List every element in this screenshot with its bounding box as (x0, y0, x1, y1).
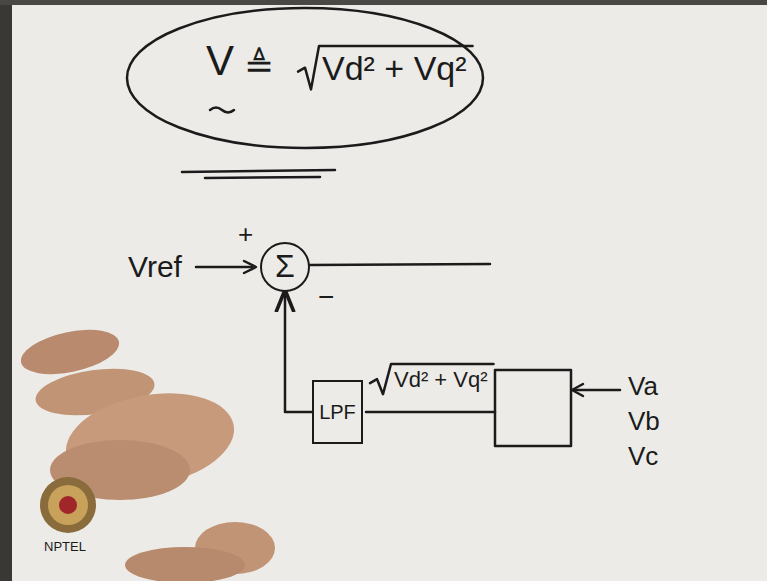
input-wire (573, 389, 620, 392)
signal-name: Vd² + Vq² (394, 368, 488, 392)
node-text: Σ (275, 249, 295, 284)
voltage-symbol: V (206, 38, 234, 84)
signal-name: Vc (628, 442, 658, 471)
signal-wire (366, 411, 495, 414)
radical-sign (298, 46, 473, 89)
equation-term: Vd² + Vq² (322, 50, 467, 87)
signal-name: Vb (628, 407, 660, 436)
paper-edge (0, 0, 767, 5)
vector-tilde (210, 108, 234, 113)
logo-text: NPTEL (44, 540, 86, 554)
radical-sign (370, 364, 494, 394)
sign-label: + (238, 220, 253, 249)
arrowhead (244, 261, 256, 273)
nptel-logo (40, 477, 96, 533)
signal-name: Va (628, 372, 658, 401)
paper-edge (0, 0, 12, 581)
input-wire (196, 266, 252, 269)
sign-label: − (318, 282, 334, 313)
hand (17, 322, 275, 581)
feedback-arrow (285, 292, 312, 412)
summing-junction: Σ (260, 242, 310, 292)
signal-name: Vref (128, 250, 182, 283)
output-wire (310, 264, 490, 265)
transform-box (495, 370, 571, 446)
circled-equation (127, 8, 483, 148)
underline (182, 170, 335, 178)
arrowhead (572, 384, 583, 396)
definition-sign: ≜ (244, 46, 274, 86)
node-text: LPF (319, 401, 356, 423)
filter-box: LPF (312, 380, 363, 444)
